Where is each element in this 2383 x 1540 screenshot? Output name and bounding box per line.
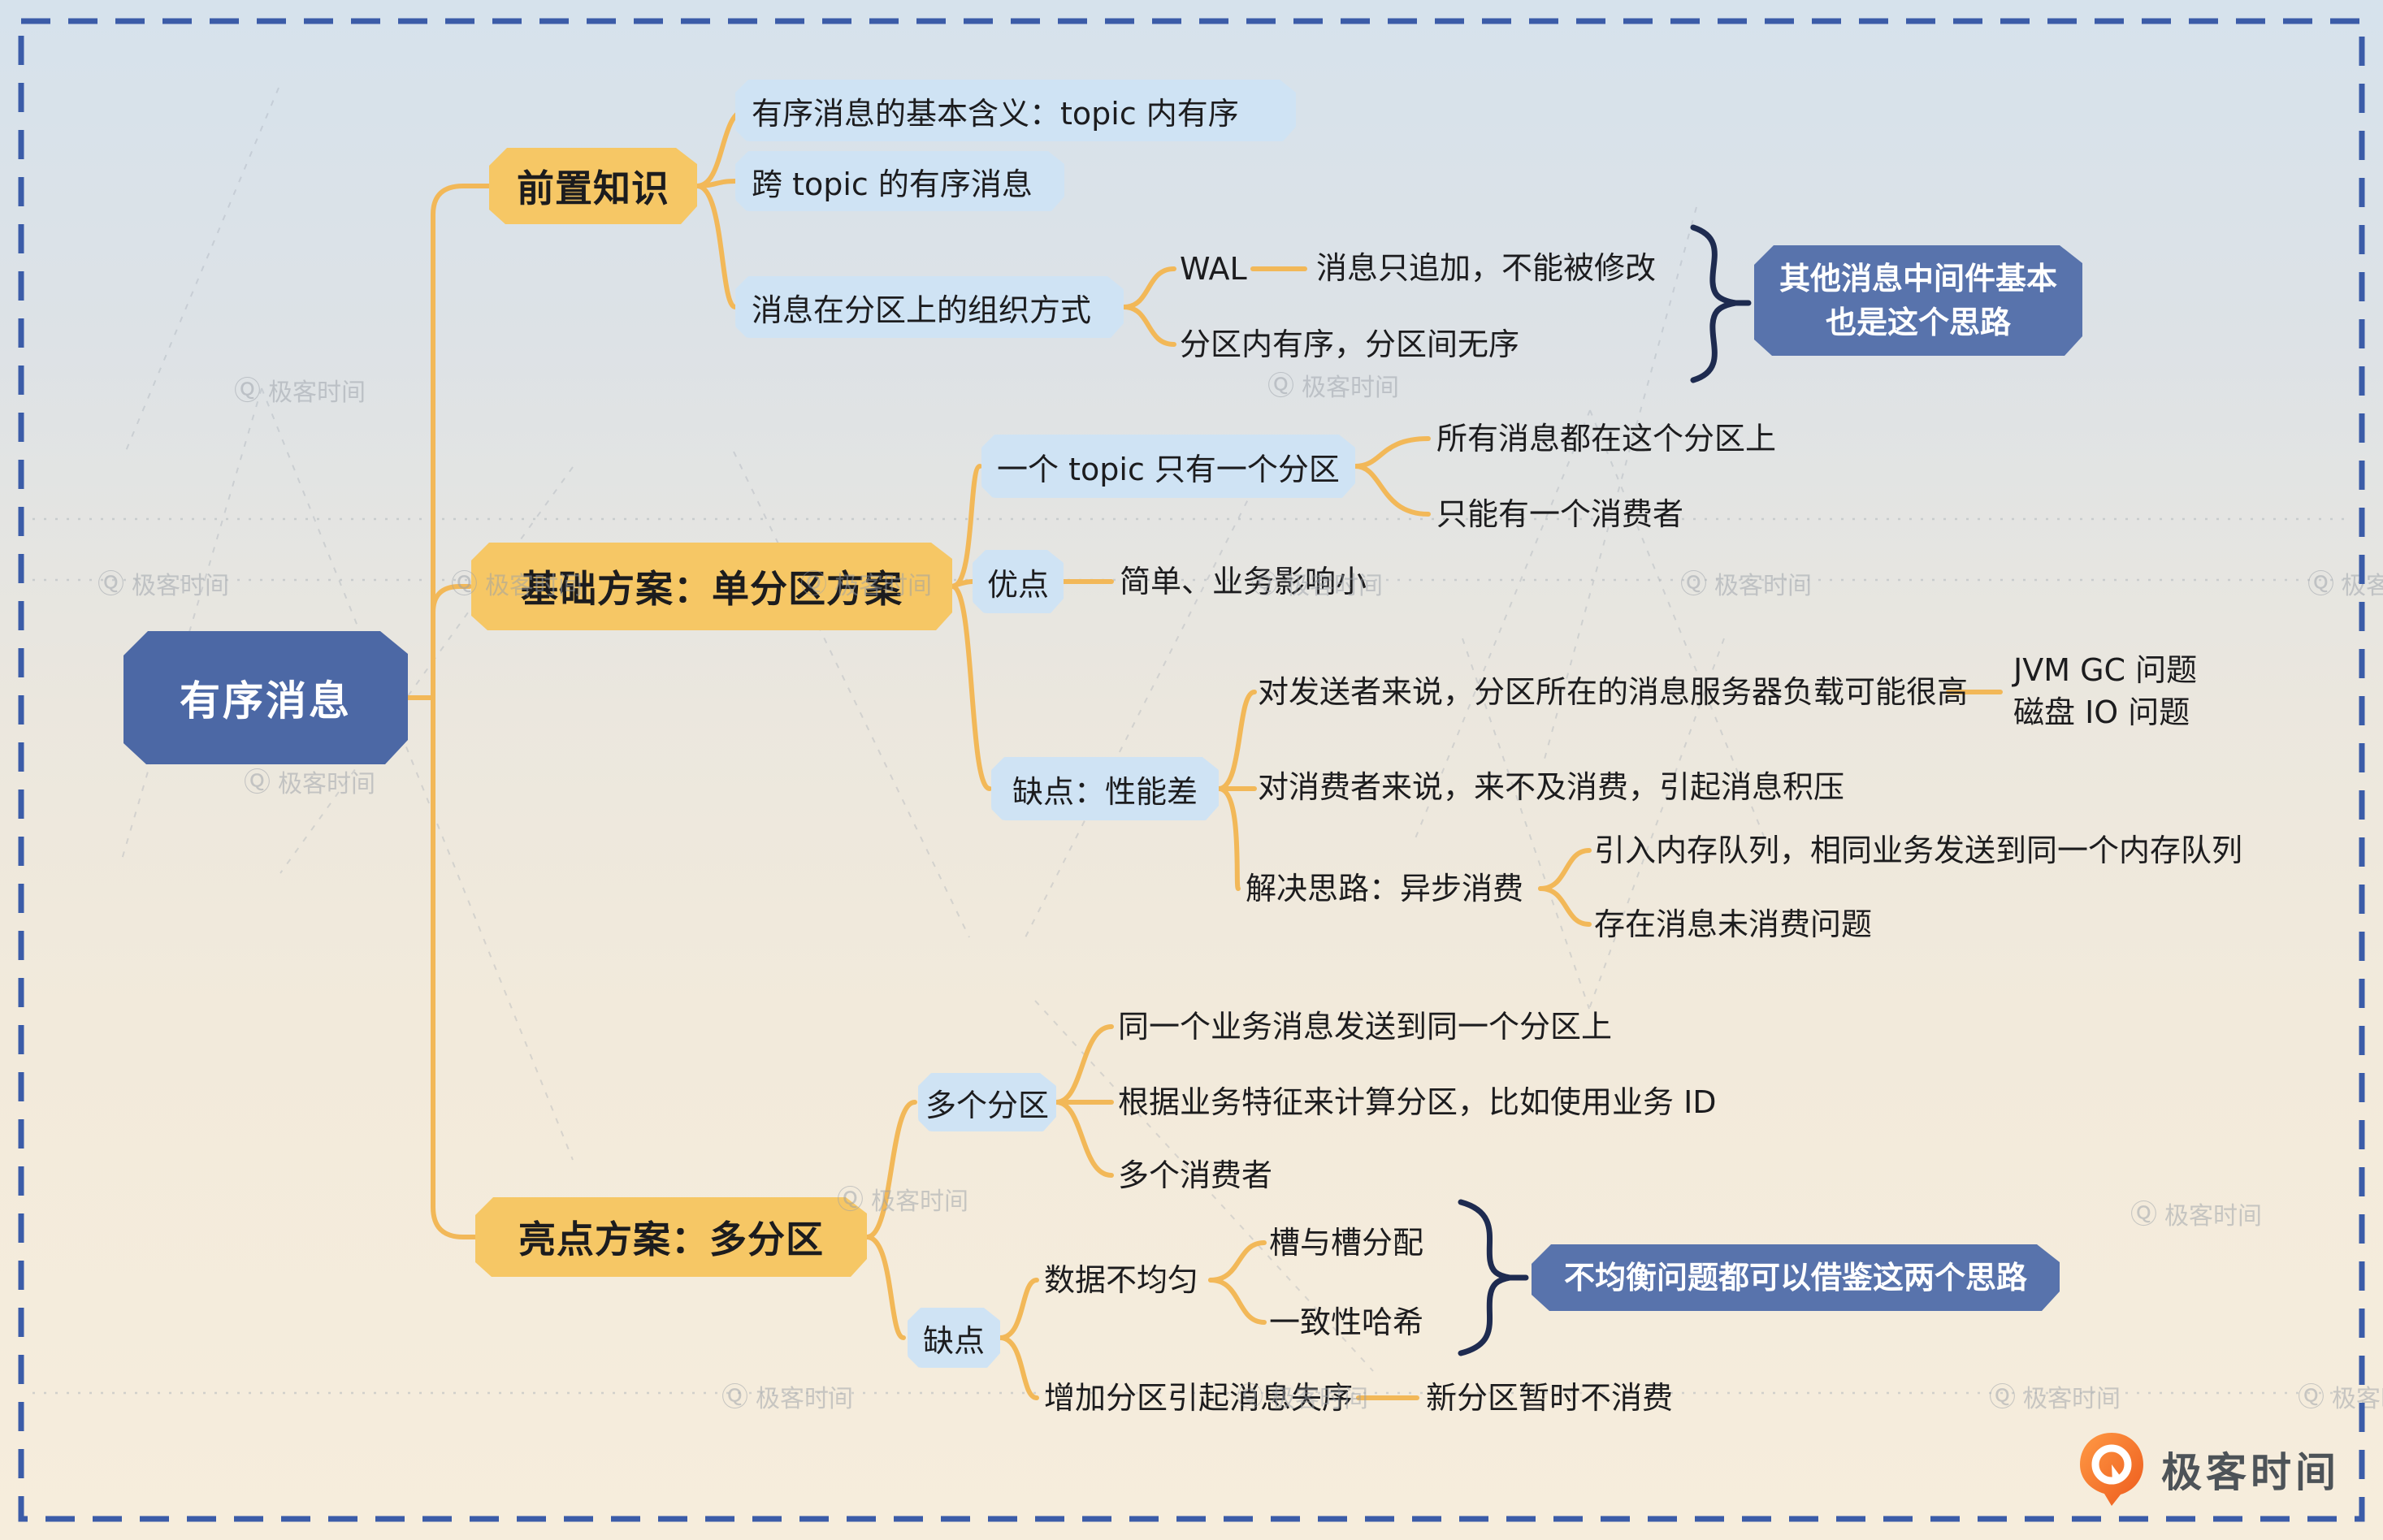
node-pros: 优点 xyxy=(973,550,1064,613)
leaf-wal: WAL xyxy=(1180,251,1247,287)
summary-callout-imbalance-ideas: 不均衡问题都可以借鉴这两个思路 xyxy=(1532,1244,2060,1311)
node-cons-poor-performance: 缺点：性能差 xyxy=(991,757,1219,820)
leaf-consumer-backlog: 对消费者来说，来不及消费，引起消息积压 xyxy=(1258,769,1845,805)
geektime-logo-text: 极客时间 xyxy=(2161,1449,2340,1496)
leaf-unconsumed-message-issue: 存在消息未消费问题 xyxy=(1594,906,1873,942)
node-multiple-partitions: 多个分区 xyxy=(918,1073,1056,1131)
summary-callout-other-middleware: 其他消息中间件基本也是这个思路 xyxy=(1754,245,2082,356)
summary-brace-2 xyxy=(1458,1199,1529,1356)
leaf-new-partition-no-consume: 新分区暂时不消费 xyxy=(1426,1380,1674,1416)
node-root-ordered-messages: 有序消息 xyxy=(123,631,408,764)
node-cons-multi-partition: 缺点 xyxy=(908,1308,1000,1368)
leaf-all-messages-one-partition: 所有消息都在这个分区上 xyxy=(1436,421,1777,456)
leaf-ordered-within-partition: 分区内有序，分区间无序 xyxy=(1180,327,1520,362)
leaf-partition-increase-disorder: 增加分区引起消息失序 xyxy=(1044,1380,1354,1416)
node-partition-organization: 消息在分区上的组织方式 xyxy=(735,276,1124,338)
leaf-consistent-hashing: 一致性哈希 xyxy=(1269,1304,1424,1340)
node-branch-highlight-multi-partition: 亮点方案：多分区 xyxy=(475,1197,867,1277)
leaf-only-one-consumer: 只能有一个消费者 xyxy=(1436,496,1684,532)
leaf-disk-io-issue: 磁盘 IO 问题 xyxy=(2013,694,2190,730)
node-ordered-meaning: 有序消息的基本含义：topic 内有序 xyxy=(735,80,1296,141)
leaf-async-consumption: 解决思路：异步消费 xyxy=(1246,871,1524,906)
geektime-logo-icon xyxy=(2080,1433,2143,1506)
leaf-append-only: 消息只追加，不能被修改 xyxy=(1316,250,1657,286)
node-cross-topic: 跨 topic 的有序消息 xyxy=(735,151,1064,211)
summary-brace-1 xyxy=(1690,224,1752,383)
geektime-logo: 极客时间 xyxy=(2077,1431,2340,1508)
node-branch-basic-single-partition: 基础方案：单分区方案 xyxy=(471,543,952,630)
leaf-jvm-gc-issue: JVM GC 问题 xyxy=(2013,652,2198,688)
node-one-topic-one-partition: 一个 topic 只有一个分区 xyxy=(981,435,1355,498)
leaf-memory-queue: 引入内存队列，相同业务发送到同一个内存队列 xyxy=(1594,833,2243,868)
leaf-multiple-consumers: 多个消费者 xyxy=(1118,1157,1273,1193)
leaf-sender-server-load: 对发送者来说，分区所在的消息服务器负载可能很高 xyxy=(1258,674,1969,710)
leaf-partition-by-business-id: 根据业务特征来计算分区，比如使用业务 ID xyxy=(1118,1084,1717,1120)
node-branch-prerequisites: 前置知识 xyxy=(489,148,697,224)
leaf-same-business-same-partition: 同一个业务消息发送到同一个分区上 xyxy=(1118,1009,1613,1045)
leaf-simple-low-impact: 简单、业务影响小 xyxy=(1120,564,1367,599)
leaf-slot-allocation: 槽与槽分配 xyxy=(1269,1225,1424,1261)
leaf-data-skew: 数据不均匀 xyxy=(1044,1262,1199,1298)
